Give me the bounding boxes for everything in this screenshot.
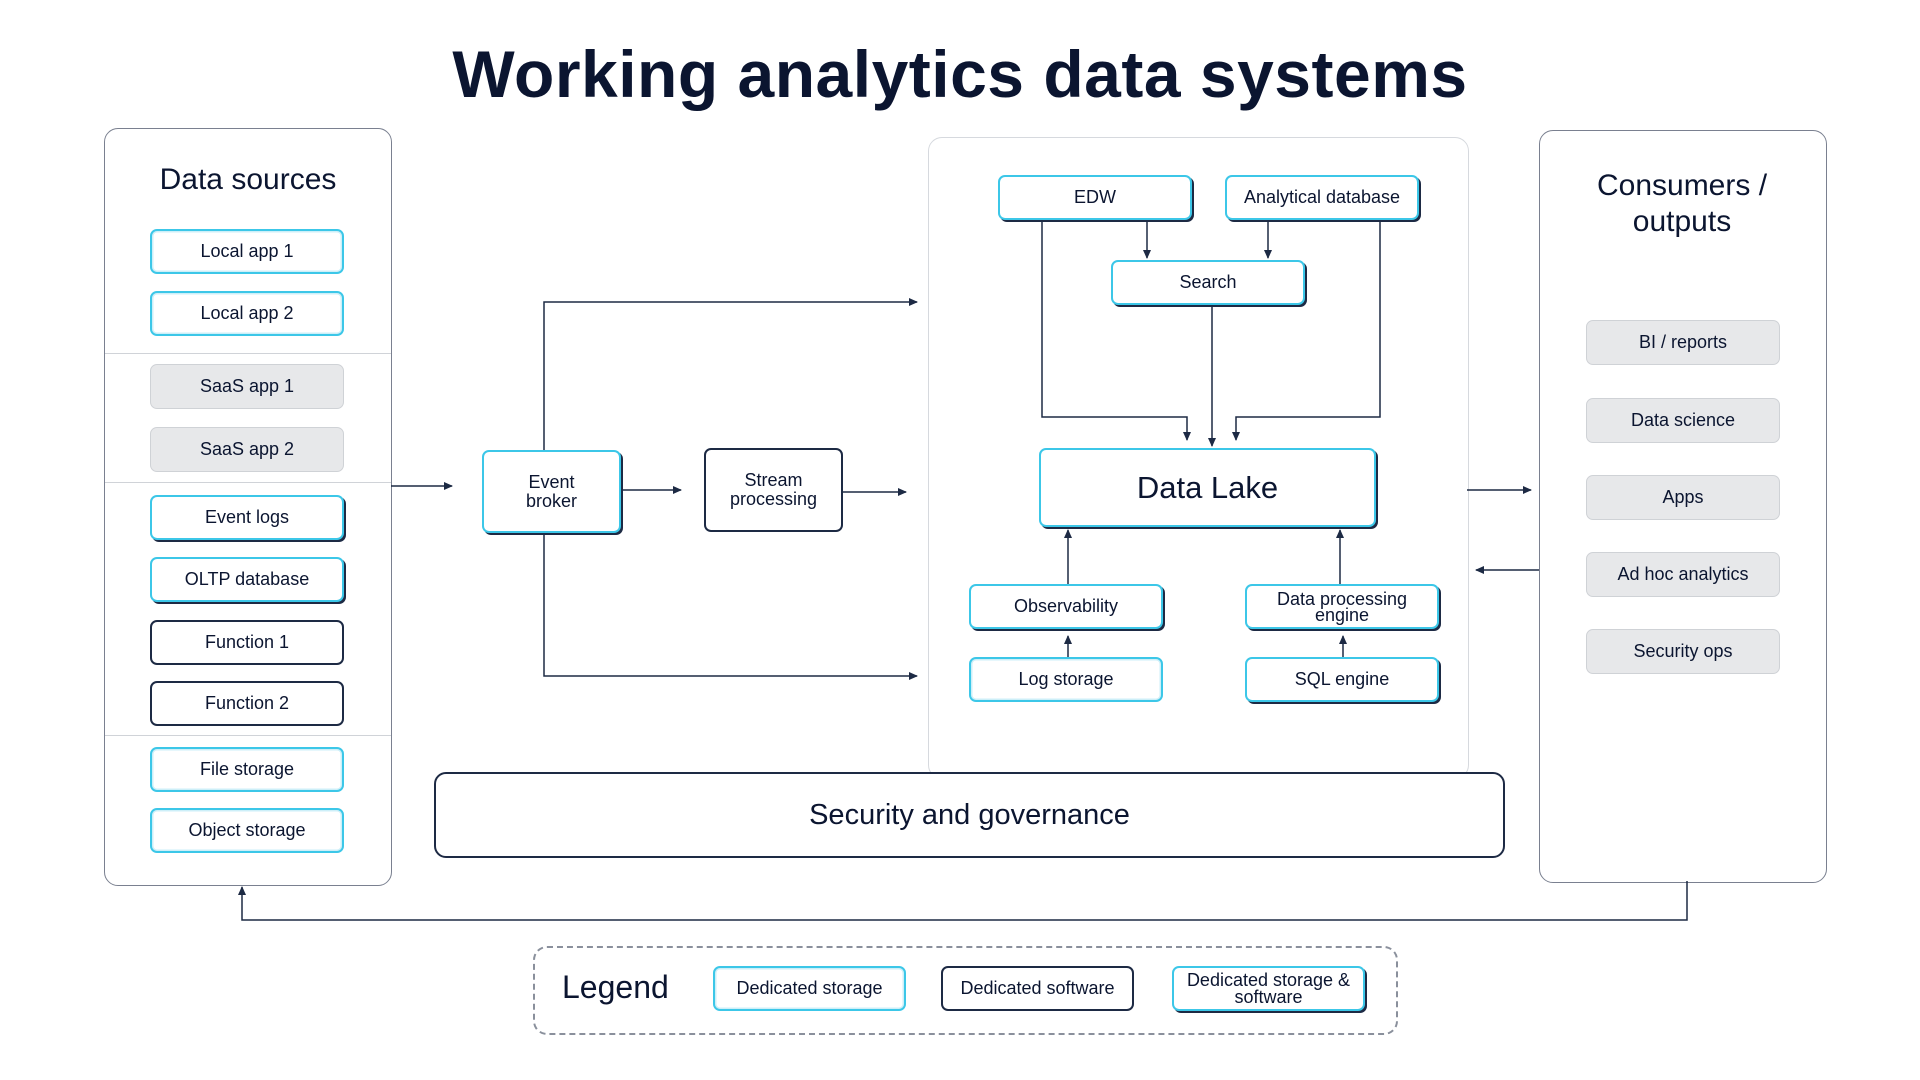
legend-dedicated-software: Dedicated software bbox=[941, 966, 1134, 1011]
legend-title: Legend bbox=[562, 969, 669, 1005]
event-broker-box: Event broker bbox=[482, 450, 621, 533]
data-processing-engine-box: Data processing engine bbox=[1245, 584, 1439, 629]
source-function-2: Function 2 bbox=[150, 681, 344, 726]
sql-engine-box: SQL engine bbox=[1245, 657, 1439, 702]
consumer-apps: Apps bbox=[1586, 475, 1780, 520]
stream-processing-box: Stream processing bbox=[704, 448, 843, 532]
log-storage-box: Log storage bbox=[969, 657, 1163, 702]
security-governance-box: Security and governance bbox=[434, 772, 1505, 858]
search-box: Search bbox=[1111, 260, 1305, 305]
divider bbox=[105, 735, 391, 736]
source-object-storage: Object storage bbox=[150, 808, 344, 853]
source-local-app-2: Local app 2 bbox=[150, 291, 344, 336]
analytical-database-box: Analytical database bbox=[1225, 175, 1419, 220]
source-oltp-database: OLTP database bbox=[150, 557, 344, 602]
legend-dedicated-storage-software: Dedicated storage & software bbox=[1172, 966, 1365, 1011]
divider bbox=[105, 482, 391, 483]
consumer-security-ops: Security ops bbox=[1586, 629, 1780, 674]
source-event-logs: Event logs bbox=[150, 495, 344, 540]
arrow-edw-to-lake bbox=[1041, 220, 1191, 441]
consumers-title: Consumers / outputs bbox=[1596, 169, 1768, 238]
arrow-feedback-loop bbox=[238, 881, 1688, 921]
edw-box: EDW bbox=[998, 175, 1192, 220]
source-function-1: Function 1 bbox=[150, 620, 344, 665]
legend-panel bbox=[533, 946, 1398, 1035]
consumer-ad-hoc-analytics: Ad hoc analytics bbox=[1586, 552, 1780, 597]
legend-dedicated-storage: Dedicated storage bbox=[713, 966, 906, 1011]
arrow-broker-up-to-core bbox=[543, 298, 918, 450]
data-sources-title: Data sources bbox=[159, 163, 337, 196]
observability-box: Observability bbox=[969, 584, 1163, 629]
source-file-storage: File storage bbox=[150, 747, 344, 792]
source-saas-app-2: SaaS app 2 bbox=[150, 427, 344, 472]
consumer-bi-reports: BI / reports bbox=[1586, 320, 1780, 365]
arrow-broker-down-to-core bbox=[543, 533, 918, 680]
consumer-data-science: Data science bbox=[1586, 398, 1780, 443]
data-lake-box: Data Lake bbox=[1039, 448, 1376, 527]
arrow-analytical-to-lake bbox=[1232, 220, 1381, 441]
source-saas-app-1: SaaS app 1 bbox=[150, 364, 344, 409]
divider bbox=[105, 353, 391, 354]
diagram-title: Working analytics data systems bbox=[452, 37, 1468, 111]
source-local-app-1: Local app 1 bbox=[150, 229, 344, 274]
